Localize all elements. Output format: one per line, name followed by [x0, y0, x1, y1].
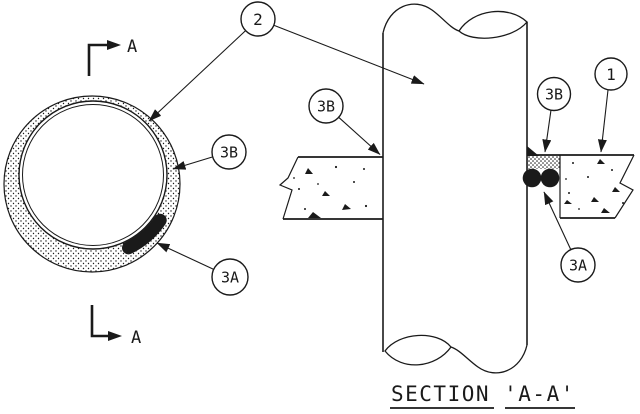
- section-marker-label: A: [127, 37, 137, 57]
- balloon-label: 2: [253, 10, 263, 29]
- balloon-label: 1: [606, 65, 616, 84]
- balloon-backing-left: 3B: [308, 88, 344, 124]
- section-cut-line: [87, 43, 107, 76]
- balloon-backing-right: 3B: [536, 76, 572, 112]
- balloon-backing-plan: 3B: [211, 134, 247, 170]
- section-marker-label: A: [131, 328, 141, 348]
- sealant-arc: [122, 213, 167, 255]
- section-title-block: SECTION 'A-A': [390, 382, 575, 409]
- section-cut-marker-bottom: A: [90, 305, 141, 348]
- pipe-break-bottom: [384, 334, 528, 374]
- wall-break-line: [278, 156, 299, 220]
- concrete-specks: [293, 165, 368, 218]
- leader-pipe-section: [273, 24, 425, 85]
- balloon-label: 3B: [317, 98, 335, 116]
- balloon-pipe: 2: [240, 1, 276, 37]
- balloon-sealant-plan: 3A: [211, 258, 249, 296]
- leader-pipe-plan: [148, 30, 246, 122]
- balloon-label: 3A: [221, 269, 239, 287]
- wall-break-line: [614, 154, 635, 219]
- leader-backing-left: [338, 116, 381, 155]
- sealant-fillet: [527, 146, 539, 156]
- pipe-inner-wall-circle: [22, 104, 164, 246]
- wall-left: [278, 156, 383, 220]
- balloon-callouts: 2 3B 3A 3B 3B 1 3A: [211, 1, 628, 296]
- leader-backing-plan: [172, 156, 213, 170]
- sealant-bead: [540, 168, 560, 188]
- plan-view: [3, 95, 181, 273]
- leader-wall: [597, 89, 609, 153]
- leader-sealant-right: [543, 191, 572, 250]
- balloon-label: 3B: [545, 86, 563, 104]
- section-cut-marker-top: A: [87, 37, 137, 76]
- leader-backing-right: [542, 109, 552, 153]
- section-cut-arrow: [108, 331, 122, 341]
- section-cut-arrow: [107, 40, 121, 50]
- annular-seal-assembly: [522, 146, 560, 188]
- leader-lines: [148, 24, 609, 270]
- balloon-label: 3B: [220, 144, 238, 162]
- sealant-bead: [522, 168, 542, 188]
- section-title: SECTION 'A-A': [391, 382, 575, 406]
- balloon-wall: 1: [594, 57, 628, 91]
- balloon-label: 3A: [569, 257, 587, 275]
- pipe-break-top: [382, 3, 528, 39]
- backing-material-band: [527, 155, 560, 169]
- balloon-sealant-right: 3A: [560, 247, 596, 283]
- concrete-specks: [564, 159, 624, 213]
- pipe-outer-circle: [18, 100, 168, 250]
- leader-sealant-plan: [156, 242, 214, 270]
- pipe-section: [382, 3, 528, 374]
- section-cut-line: [90, 305, 108, 338]
